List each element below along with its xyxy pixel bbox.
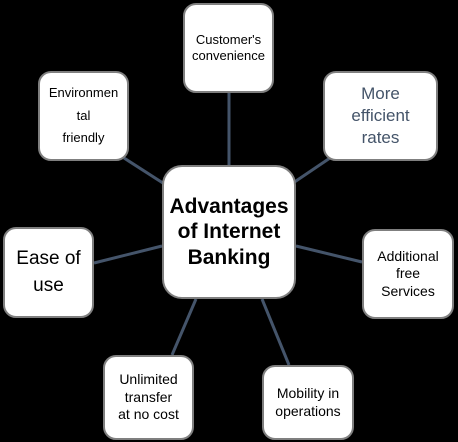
- node-free-line-2: free: [395, 265, 421, 282]
- center-line-3: Banking: [187, 245, 271, 269]
- node-env-line-3: friendly: [62, 130, 105, 146]
- node-transfer-line-2: transfer: [124, 388, 173, 405]
- connector-ease: [93, 244, 163, 265]
- connector-environment: [123, 156, 167, 187]
- center-line-1: Advantages: [169, 194, 289, 218]
- center-line-2: of Internet: [177, 220, 281, 244]
- node-rates-line-2: efficient: [351, 105, 410, 125]
- node-env-line-2: tal: [76, 107, 91, 123]
- node-transfer-line-1: Unlimited: [119, 371, 178, 388]
- node-rates-line-1: More: [361, 83, 400, 103]
- connector-rates: [292, 156, 331, 185]
- node-mobility-line-1: Mobility in: [276, 385, 340, 401]
- node-ease-line-2: use: [33, 274, 64, 296]
- node-rates-line-3: rates: [361, 128, 400, 148]
- node-env-line-1: Environmen: [48, 84, 119, 100]
- connector-free: [295, 244, 363, 264]
- node-ease-line-1: Ease of: [16, 247, 81, 269]
- connector-transfer: [170, 298, 198, 356]
- node-free-line-3: Services: [381, 282, 435, 299]
- node-environment-friendly: Environmen tal friendly: [38, 71, 129, 161]
- node-mobility-line-2: operations: [275, 402, 341, 419]
- connector-mobility: [260, 298, 291, 366]
- node-transfer-line-3: at no cost: [118, 406, 179, 423]
- node-ease-of-use: Ease of use: [3, 227, 94, 318]
- node-free-line-1: Additional: [377, 247, 439, 264]
- node-customer-line-1: Customer's: [195, 31, 262, 47]
- node-customer-line-2: convenience: [192, 48, 265, 63]
